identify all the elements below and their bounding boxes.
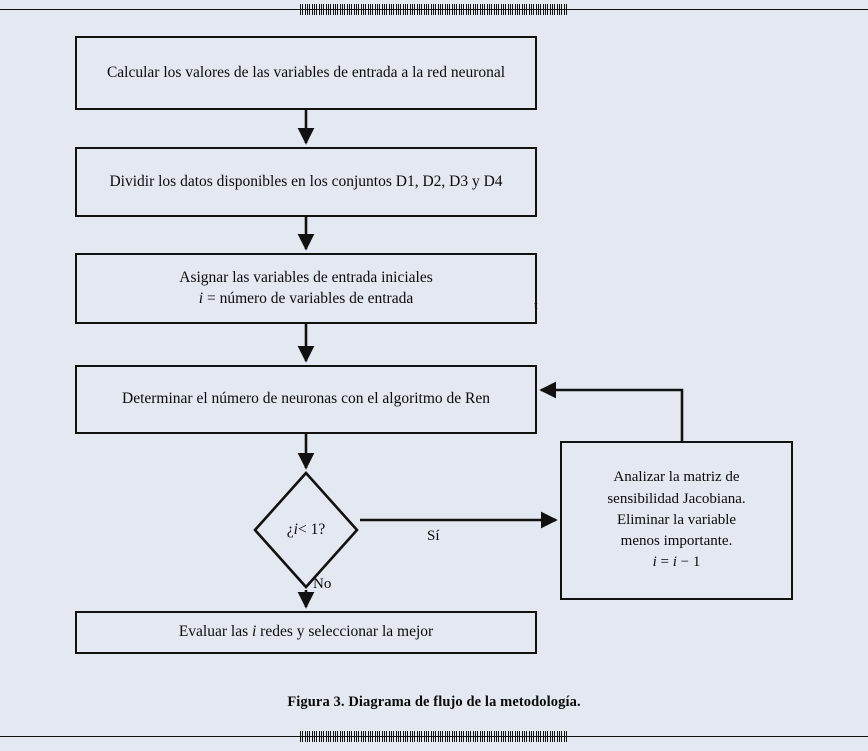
decision-diamond-shape [253, 471, 359, 589]
node-evaluar-prefix: Evaluar las [178, 623, 252, 641]
bottom-decorative-rule [0, 730, 868, 744]
rule-hatch-top [300, 4, 568, 15]
edge-analizar-determinar-feedback [539, 381, 684, 441]
node-dividir: Dividir los datos disponibles en los con… [75, 147, 537, 217]
decision-suffix: < 1? [297, 521, 326, 538]
node-evaluar-suffix: redes y seleccionar la mejor [256, 623, 434, 641]
node-determinar-label: Determinar el número de neuronas con el … [122, 390, 490, 408]
rule-hatch-bottom [300, 731, 568, 742]
node-analizar-line2: sensibilidad Jacobiana. [607, 490, 746, 507]
figure-caption: Figura 3. Diagrama de flujo de la metodo… [287, 694, 581, 710]
node-analizar-line4: menos importante. [620, 533, 733, 550]
node-calcular-label: Calcular los valores de las variables de… [106, 63, 506, 81]
node-asignar-label: Asignar las variables de entrada inicial… [87, 268, 525, 309]
node-analizar-label: Analizar la matriz de sensibilidad Jacob… [572, 467, 781, 573]
node-evaluar-variable: i [251, 623, 257, 641]
decision-variable: i [293, 521, 298, 538]
node-calcular: Calcular los valores de las variables de… [75, 36, 537, 110]
top-decorative-rule [0, 3, 868, 17]
node-analizar-line1: Analizar la matriz de [613, 469, 740, 486]
node-analizar: Analizar la matriz de sensibilidad Jacob… [560, 441, 793, 600]
decision-prefix: ¿ [286, 521, 294, 538]
node-evaluar: Evaluar las i redes y seleccionar la mej… [75, 611, 537, 654]
node-analizar-equals: = [656, 554, 673, 571]
edge-artifact-glyph: t [534, 297, 538, 312]
node-decision: ¿i < 1? [252, 470, 360, 590]
node-asignar-variable: i [198, 289, 204, 307]
node-dividir-label: Dividir los datos disponibles en los con… [109, 172, 503, 190]
node-analizar-var-left: i [652, 554, 657, 571]
edge-label-no: No [313, 576, 332, 592]
node-asignar-formula-rest: = número de variables de entrada [203, 289, 414, 307]
edge-label-si: Sí [427, 528, 440, 544]
node-decision-label: ¿i < 1? [252, 470, 360, 590]
node-asignar-line1: Asignar las variables de entrada inicial… [179, 269, 433, 287]
node-asignar: Asignar las variables de entrada inicial… [75, 253, 537, 324]
node-analizar-line3: Eliminar la variable [616, 511, 737, 528]
node-analizar-var-right: i [672, 554, 677, 571]
node-evaluar-label: Evaluar las i redes y seleccionar la mej… [87, 622, 525, 642]
node-determinar: Determinar el número de neuronas con el … [75, 365, 537, 434]
node-analizar-minus-one: − 1 [676, 554, 701, 571]
